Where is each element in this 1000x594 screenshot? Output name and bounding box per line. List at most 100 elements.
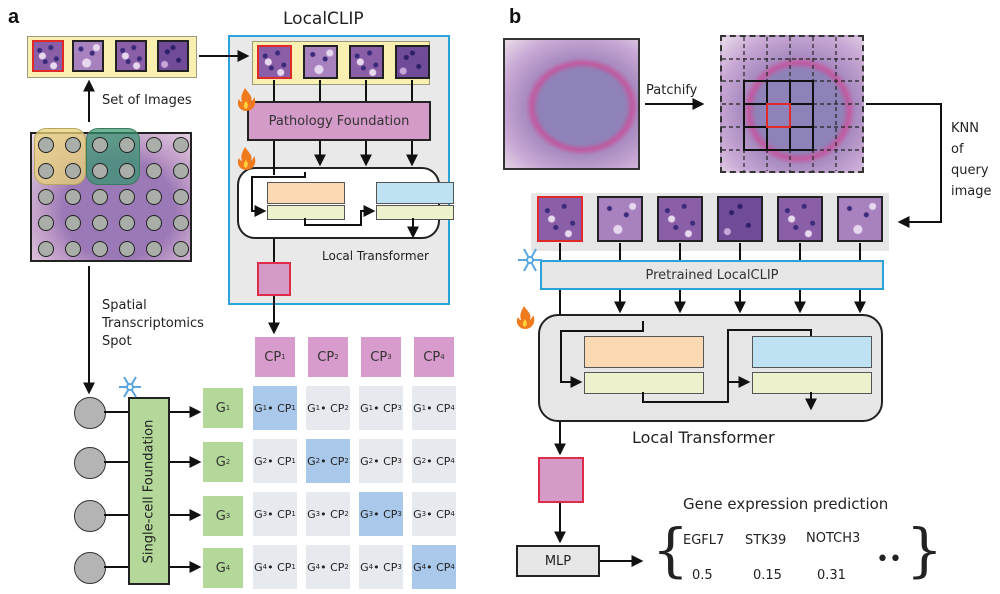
patch-embedding-box (538, 457, 584, 503)
neighbor-image-tile (72, 40, 104, 72)
fire-icon (237, 88, 256, 111)
fire-icon (237, 147, 256, 170)
st-spot (146, 215, 162, 231)
neighbor-image-tile (157, 40, 189, 72)
st-spot (38, 137, 54, 153)
neighbor-image-tile (837, 196, 883, 242)
st-spot (92, 189, 108, 205)
neighbor-image-tile (717, 196, 763, 242)
mlp-label: MLP (544, 553, 572, 569)
single-cell-foundation-box: Single-cell Foundation (128, 397, 170, 585)
spatial-transcriptomics-label: Spatial Transcriptomics Spot (102, 298, 204, 349)
gene-value: 0.31 (817, 568, 846, 583)
st-spot (119, 215, 135, 231)
query-image-tile (32, 40, 64, 72)
whole-slide-image (503, 38, 640, 170)
pretrained-localclip-box: Pretrained LocalCLIP (540, 260, 884, 290)
neighbor-image-tile (597, 196, 643, 242)
st-spot (119, 241, 135, 257)
st-spot (173, 137, 189, 153)
gene-name: EGFL7 (683, 533, 725, 548)
neighbor-image-strip (531, 193, 889, 251)
gene-name: STK39 (745, 533, 787, 548)
left-brace: { (652, 516, 689, 584)
st-spot (146, 189, 162, 205)
query-image-tile (537, 196, 583, 242)
patchify-label: Patchify (646, 83, 698, 98)
query-patch-highlight (766, 103, 791, 128)
st-spot (38, 163, 54, 179)
st-spot (92, 163, 108, 179)
st-spot (119, 189, 135, 205)
st-spot (92, 241, 108, 257)
gene-name: NOTCH3 (806, 531, 861, 546)
pathology-foundation-box: Pathology Foundation (247, 101, 431, 141)
snowflake-icon (119, 376, 141, 398)
st-spot (173, 189, 189, 205)
panel-b-letter: b (509, 6, 522, 28)
st-spot (146, 137, 162, 153)
neighbor-image-tile (395, 45, 430, 79)
gene-value: 0.5 (692, 568, 713, 583)
neighbor-image-tile (349, 45, 384, 79)
spot-node (74, 397, 106, 429)
st-spot (65, 189, 81, 205)
st-spot (38, 241, 54, 257)
neighbor-image-tile (777, 196, 823, 242)
attention-block-b1 (584, 336, 704, 368)
right-brace: } (906, 516, 943, 584)
st-spot (119, 137, 135, 153)
arrow-knn (866, 103, 942, 228)
gene-prediction-title: Gene expression prediction (683, 495, 889, 513)
set-of-images-label: Set of Images (102, 93, 192, 108)
knn-label: KNN of query image (951, 121, 992, 199)
st-spot (173, 241, 189, 257)
st-spot (38, 215, 54, 231)
st-spot (65, 241, 81, 257)
snowflake-icon (518, 248, 542, 272)
fire-icon (516, 306, 535, 329)
ffn-block-a2 (376, 205, 454, 220)
st-spot (92, 137, 108, 153)
local-transformer-label-b: Local Transformer (632, 428, 775, 447)
st-spot (146, 241, 162, 257)
st-spot (173, 163, 189, 179)
pathology-foundation-label: Pathology Foundation (268, 113, 410, 129)
gene-value: 0.15 (753, 568, 782, 583)
st-spot (173, 215, 189, 231)
panel-a-letter: a (8, 6, 20, 28)
st-spot (65, 215, 81, 231)
st-spot (38, 189, 54, 205)
attention-block-a2 (376, 182, 454, 204)
knn-neighborhood-grid (743, 80, 814, 151)
neighbor-image-tile (115, 40, 147, 72)
st-spot (92, 215, 108, 231)
spot-node (74, 500, 106, 532)
localclip-title: LocalCLIP (283, 9, 364, 29)
attention-block-b2 (752, 336, 872, 368)
attention-block-a1 (267, 182, 345, 204)
